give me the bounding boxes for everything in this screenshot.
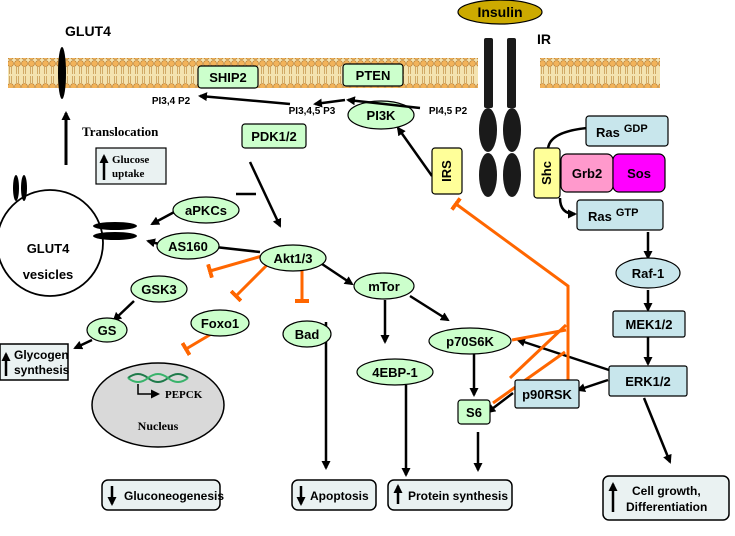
foxo1-label: Foxo1 [201,316,239,331]
insulin-receptor [479,38,521,197]
pten-node [342,63,404,87]
p90rsk-label: p90RSK [522,387,572,402]
gluconeogenesis-box [101,479,221,511]
pi3k-node [347,100,415,130]
mek-node [612,310,686,338]
membrane-arrows [198,92,421,110]
irs-label: IRS [439,160,454,182]
nucleus-label: Nucleus [138,419,179,433]
foxo1-node [190,309,250,337]
dna-helix-icon [127,373,189,383]
insulin-label: Insulin [477,4,522,20]
as160-label: AS160 [168,239,208,254]
glucose-uptake-line1: Glucose [112,154,149,166]
apoptosis-label: Apoptosis [310,489,369,503]
activation-arrows [73,126,672,477]
pip2-left-label: PI3,4 P2 [152,96,191,107]
cell-growth-line1: Cell growth, [632,484,701,498]
sos-node [612,153,666,193]
p70s6k-node [428,327,512,355]
nucleus [91,362,225,448]
mtor-node [353,272,415,300]
shc-node [533,147,561,199]
gsk3-label: GSK3 [141,282,176,297]
bad-node [282,320,332,348]
green-nodes [86,196,512,386]
insulin-ligand [457,0,543,25]
mtor-label: mTor [368,279,400,294]
cell-growth-box [602,475,730,521]
transcription-arrow [137,384,160,399]
pdk-label: PDK1/2 [251,129,297,144]
cell-growth-line2: Differentiation [626,500,707,514]
pdk-node [241,123,307,149]
as160-node [156,232,220,260]
translocation-label: Translocation [82,124,159,139]
mek-label: MEK1/2 [626,317,673,332]
erk-node [608,365,688,397]
pepck-label: PEPCK [165,389,203,401]
ebp-label: 4EBP-1 [372,365,418,380]
bad-label: Bad [295,327,320,342]
pip3-label: PI3,4,5 P3 [289,106,336,117]
ir-label: IR [537,31,551,47]
apkcs-node [172,196,240,224]
s6-node [457,399,491,425]
apoptosis-box [291,479,377,511]
apkcs-label: aPKCs [185,203,227,218]
ras-gtp-node [576,199,664,231]
pi3k-label: PI3K [367,108,397,123]
glut4-label: GLUT4 [65,23,111,39]
glycogen-line1: Glycogen [14,348,69,362]
glycogen-synthesis-box [0,343,69,381]
ship2-node [197,65,259,89]
grb2-label: Grb2 [572,166,602,181]
raf1-label: Raf-1 [632,266,665,281]
gsk3-node [130,275,188,303]
gs-label: GS [98,323,117,338]
akt-node [259,244,327,272]
erk-label: ERK1/2 [625,374,671,389]
akt-label: Akt1/3 [273,251,312,266]
ebp-node [356,358,434,386]
raf1-node [615,257,681,289]
inhibition-lines [180,197,570,405]
ship2-label: SHIP2 [209,70,247,85]
protein-synthesis-box [387,479,513,511]
p70s6k-label: p70S6K [446,334,494,349]
pten-label: PTEN [356,68,391,83]
protein-synthesis-label: Protein synthesis [408,489,508,503]
glut4-transporter [58,47,66,99]
p90rsk-node [514,379,580,409]
outcome-direction-arrows [1,352,618,512]
irs-node [431,147,463,195]
glut4-vesicles-line1: GLUT4 [27,241,70,256]
shc-label: Shc [539,161,554,185]
glut4-vesicles-line2: vesicles [23,267,74,282]
gs-node [86,317,128,343]
vesicle-transporters [13,175,137,240]
glucose-uptake-line2: uptake [112,168,145,180]
sos-label: Sos [627,166,651,181]
glut4-vesicles-circle [0,189,104,297]
ras-gdp-node [585,115,669,147]
s6-label: S6 [466,405,482,420]
gluconeogenesis-label: Gluconeogenesis [124,489,224,503]
glycogen-line2: synthesis [14,363,70,377]
pip2-right-label: PI4,5 P2 [429,106,468,117]
cell-membrane-right-lipids [540,58,660,88]
